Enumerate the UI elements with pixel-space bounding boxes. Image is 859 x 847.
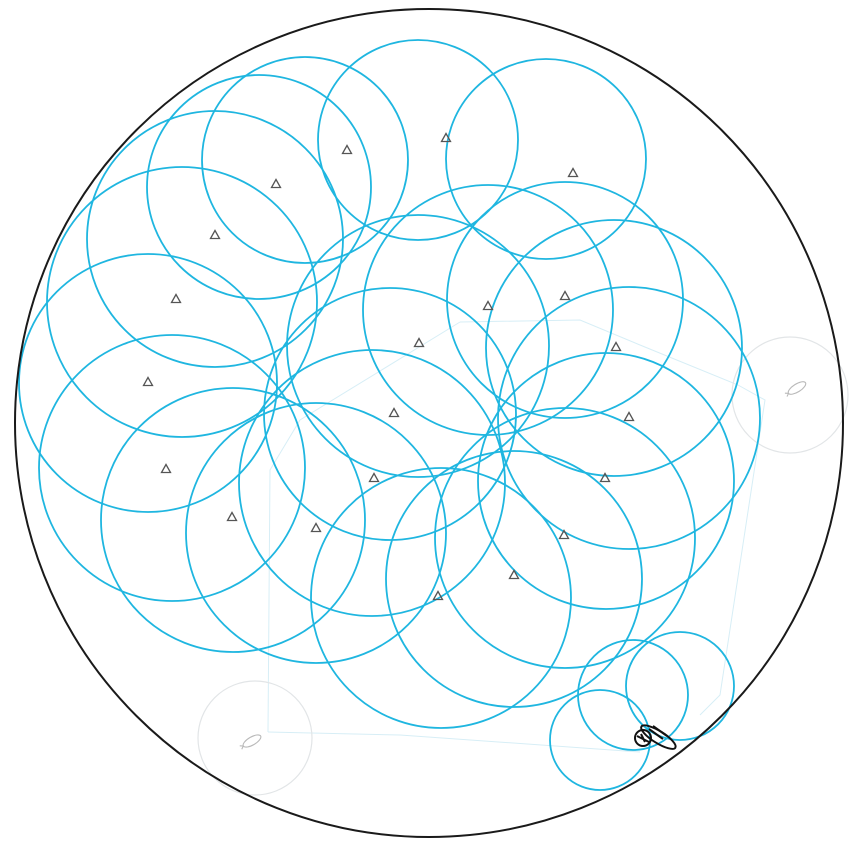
faint-path-line [700, 385, 765, 715]
triangle-icon [484, 302, 493, 310]
triangle-icon [625, 413, 634, 421]
ship-icon [784, 379, 808, 398]
triangle-icon [510, 571, 519, 579]
triangle-icon [390, 409, 399, 417]
triangle-icon [560, 531, 569, 539]
triangle-icon [343, 146, 352, 154]
triangle-icon [612, 343, 621, 351]
coverage-rings-layer [19, 40, 760, 790]
coverage-ring [186, 403, 446, 663]
ship-icon [239, 733, 263, 751]
coverage-ring [486, 220, 742, 476]
triangle-icon [272, 180, 281, 188]
faint-ring [732, 337, 848, 453]
triangle-icon [144, 378, 153, 386]
faint-ships-layer [239, 379, 808, 751]
triangle-icon [561, 292, 570, 300]
triangle-icon [415, 339, 424, 347]
triangle-icon [211, 231, 220, 239]
player-ship-icon[interactable] [635, 721, 679, 752]
faint-rings-layer [198, 337, 848, 795]
triangle-icon [370, 474, 379, 482]
coverage-ring [147, 75, 371, 299]
triangle-icon [312, 524, 321, 532]
triangle-icon [162, 465, 171, 473]
triangle-icon [172, 295, 181, 303]
coverage-ring [264, 288, 516, 540]
coverage-ring [578, 640, 688, 750]
coverage-ring [19, 254, 277, 512]
triangle-icon [228, 513, 237, 521]
faint-path-line [268, 732, 640, 752]
triangle-icon [569, 169, 578, 177]
